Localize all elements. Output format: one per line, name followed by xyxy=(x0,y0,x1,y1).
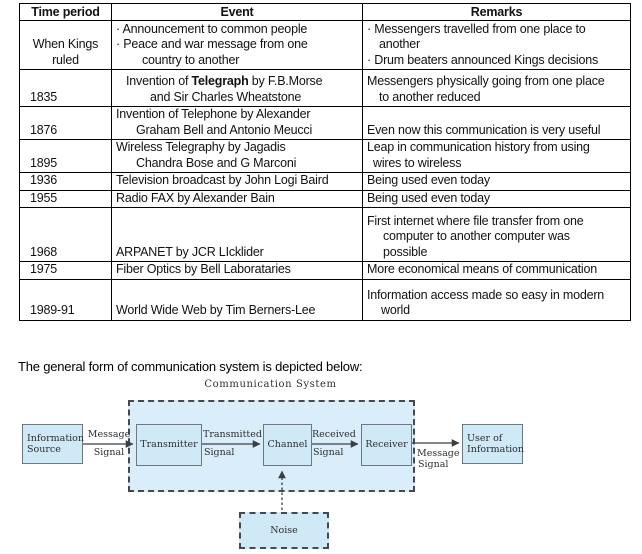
cell-line: First internet where file transfer from … xyxy=(367,213,584,228)
cell-line: computer to another computer was xyxy=(383,229,570,243)
time-period-cell: 1955 xyxy=(19,189,112,208)
cell-line: World Wide Web by Tim Berners-Lee xyxy=(116,303,316,317)
time-period-cell: 1989-91 xyxy=(19,278,112,321)
cell-line: Television broadcast by John Logi Baird xyxy=(116,173,329,187)
diagram-title: Communication System xyxy=(204,379,337,390)
event-cell: · Announcement to common people· Peace a… xyxy=(111,20,363,70)
received-signal-label-b: Signal xyxy=(313,447,344,458)
remarks-cell: More economical means of communication xyxy=(362,261,631,280)
cell-line: Even now this communication is very usef… xyxy=(367,122,601,137)
information-source-box: Information Source xyxy=(22,424,84,464)
cell-line: ruled xyxy=(52,52,79,67)
message-signal-label-1b: Signal xyxy=(93,447,125,458)
column-header: Time period xyxy=(19,3,112,21)
cell-line: 1955 xyxy=(30,190,58,205)
cell-line: Fiber Optics by Bell Laborataries xyxy=(116,262,291,276)
event-cell: Radio FAX by Alexander Bain xyxy=(111,189,363,208)
cell-line: wires to wireless xyxy=(373,155,462,170)
event-cell: World Wide Web by Tim Berners-Lee xyxy=(111,278,363,321)
transmitted-signal-label: Transmitted xyxy=(203,429,262,440)
cell-line: Wireless Telegraphy by Jagadis xyxy=(116,140,286,154)
transmitted-signal-label-b: Signal xyxy=(204,447,235,458)
cell-line: Leap in communication history from using xyxy=(367,140,590,154)
cell-line: and Sir Charles Wheatstone xyxy=(150,89,302,104)
event-cell: Television broadcast by John Logi Baird xyxy=(111,172,363,191)
cell-line: 1895 xyxy=(30,155,58,170)
cell-line: Invention of Telegraph by F.B.Morse xyxy=(126,74,323,88)
remarks-cell: First internet where file transfer from … xyxy=(362,207,631,262)
remarks-cell: Leap in communication history from using… xyxy=(362,139,631,173)
time-period-cell: 1975 xyxy=(19,261,112,280)
cell-line: Chandra Bose and G Marconi xyxy=(136,155,297,170)
table-row: 1989-91 World Wide Web by Tim Berners-Lee… xyxy=(19,278,631,321)
table-row: 1975 Fiber Optics by Bell Laborataries Mor… xyxy=(19,261,631,280)
intro-text: The general form of communication system… xyxy=(18,359,363,374)
receiver-box: Receiver xyxy=(361,424,412,466)
cell-line: Being used even today xyxy=(367,173,490,187)
cell-line: · Drum beaters announced Kings decisions xyxy=(367,52,599,67)
cell-line: country to another xyxy=(142,52,240,67)
message-signal-label-1: Message xyxy=(87,429,131,440)
event-cell: Fiber Optics by Bell Laborataries xyxy=(111,261,363,280)
cell-line: another xyxy=(379,37,420,51)
time-period-cell: 1936 xyxy=(19,172,112,191)
table-row: 1936 Television broadcast by John Logi Ba… xyxy=(19,172,631,191)
cell-line: world xyxy=(381,303,410,317)
message-signal-label-2b: Signal xyxy=(418,459,449,470)
cell-line: Graham Bell and Antonio Meucci xyxy=(136,122,313,137)
user-of-information-box: User of Information xyxy=(462,424,524,464)
message-signal-label-2: Message xyxy=(417,448,460,459)
time-period-cell: 1876 xyxy=(19,106,112,140)
time-period-cell: 1835 xyxy=(19,69,112,107)
remarks-cell: Information access made so easy in moder… xyxy=(362,278,631,321)
received-signal-label: Received xyxy=(312,429,356,440)
remarks-cell: Being used even today xyxy=(362,172,631,191)
column-header: Remarks xyxy=(362,3,631,21)
cell-line: Invention of Telephone by Alexander xyxy=(116,107,311,121)
cell-line: 1975 xyxy=(30,262,58,276)
time-period-cell: 1968 xyxy=(19,207,112,262)
noise-box: Noise xyxy=(239,512,329,549)
cell-line: 1936 xyxy=(30,173,58,187)
cell-line: 1968 xyxy=(30,244,58,259)
cell-line: When Kings xyxy=(32,37,99,51)
cell-line: possible xyxy=(383,244,428,259)
remarks-cell: Being used even today xyxy=(362,189,631,208)
time-period-cell: 1895 xyxy=(19,139,112,173)
cell-line: 1989-91 xyxy=(30,303,75,317)
remarks-cell: Even now this communication is very usef… xyxy=(362,106,631,140)
channel-box: Channel xyxy=(263,424,312,466)
event-cell: ARPANET by JCR LIcklider xyxy=(111,207,363,262)
remarks-cell: Messengers physically going from one pla… xyxy=(362,69,631,107)
cell-line: ARPANET by JCR LIcklider xyxy=(116,244,264,259)
cell-line: 1835 xyxy=(30,89,58,104)
cell-line: · Announcement to common people xyxy=(116,21,308,36)
cell-line: Radio FAX by Alexander Bain xyxy=(116,190,275,205)
cell-line: More economical means of communication xyxy=(367,262,598,276)
cell-line: Messengers physically going from one pla… xyxy=(367,74,605,88)
table-row: 1955 Radio FAX by Alexander Bain Being use… xyxy=(19,189,631,208)
cell-line: 1876 xyxy=(30,122,58,137)
column-header: Event xyxy=(111,3,363,21)
cell-line: · Messengers travelled from one place to xyxy=(367,21,586,36)
transmitter-box: Transmitter xyxy=(136,424,202,466)
cell-line: to another reduced xyxy=(379,89,481,104)
cell-line: · Peace and war message from one xyxy=(116,37,308,51)
cell-line: Information access made so easy in moder… xyxy=(367,287,605,302)
cell-line: Being used even today xyxy=(367,190,490,205)
remarks-cell: · Messengers travelled from one place to… xyxy=(362,20,631,70)
table-row: 1968 ARPANET by JCR LIcklider First intern… xyxy=(19,207,631,262)
